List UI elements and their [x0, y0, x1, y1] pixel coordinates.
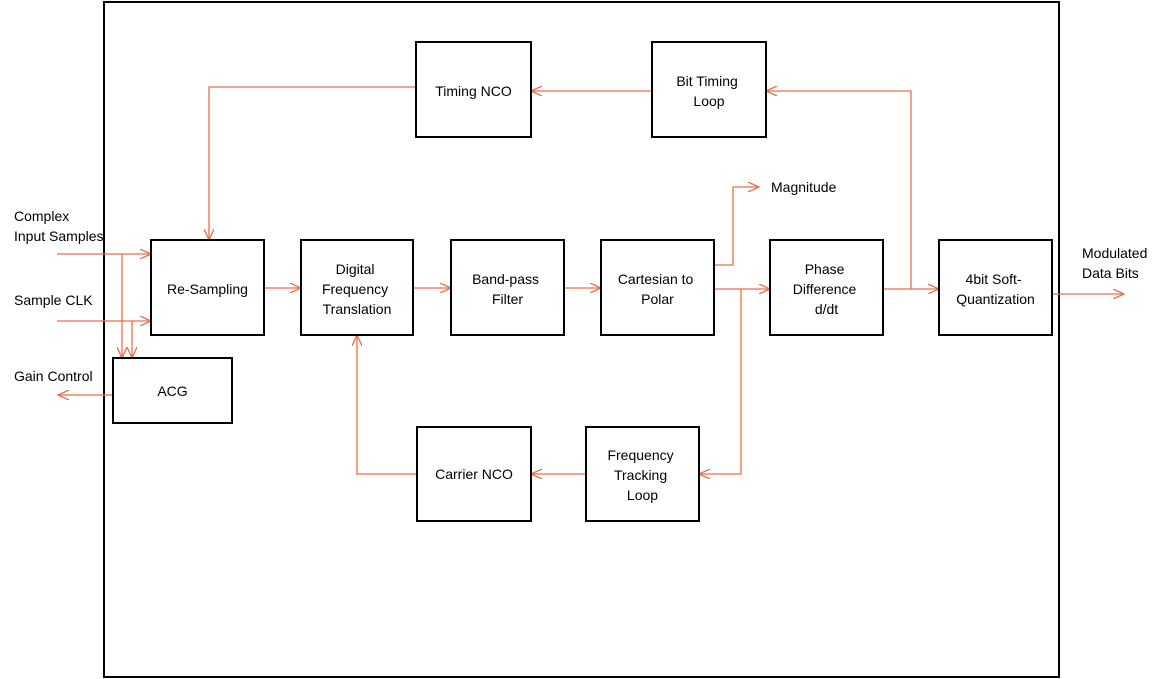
block-band-pass-filter-label: Band-pass Filter — [472, 271, 543, 307]
wire-magnitude — [714, 187, 759, 266]
block-acg: ACG — [112, 357, 233, 424]
block-timing-nco: Timing NCO — [415, 41, 532, 138]
signal-gain-control-label: Gain Control — [14, 368, 93, 384]
block-re-sampling: Re-Sampling — [150, 239, 265, 336]
block-band-pass-filter: Band-pass Filter — [450, 239, 565, 336]
signal-wires — [57, 87, 1124, 474]
block-carrier-nco-label: Carrier NCO — [435, 466, 513, 482]
block-frequency-tracking-loop-label: Frequency Tracking Loop — [607, 447, 677, 503]
block-cartesian-to-polar: Cartesian to Polar — [600, 239, 715, 336]
block-acg-label: ACG — [157, 383, 187, 399]
wire-timing-nco-to-resampling — [209, 86, 416, 240]
block-phase-difference-label: Phase Difference d/dt — [793, 261, 860, 317]
block-timing-nco-label: Timing NCO — [435, 83, 512, 99]
block-carrier-nco: Carrier NCO — [416, 426, 532, 522]
wire-to-freq-tracking — [699, 289, 742, 474]
block-re-sampling-label: Re-Sampling — [167, 281, 248, 297]
signal-magnitude-label: Magnitude — [771, 179, 837, 195]
block-cartesian-to-polar-label: Cartesian to Polar — [618, 271, 697, 307]
block-soft-quantization: 4bit Soft- Quantization — [938, 239, 1053, 336]
signal-complex-input-label: Complex Input Samples — [14, 208, 104, 244]
wire-phase-to-bit-timing — [766, 91, 912, 289]
block-phase-difference: Phase Difference d/dt — [769, 239, 884, 336]
signal-sample-clk-label: Sample CLK — [14, 292, 93, 308]
block-frequency-tracking-loop: Frequency Tracking Loop — [585, 426, 700, 522]
wire-carrier-nco-to-dft — [357, 335, 417, 475]
block-soft-quantization-label: 4bit Soft- Quantization — [956, 271, 1035, 307]
system-boundary — [103, 1, 1060, 678]
signal-output-label: Modulated Data Bits — [1082, 245, 1151, 281]
block-bit-timing-loop: Bit Timing Loop — [651, 41, 767, 138]
block-digital-frequency-translation: Digital Frequency Translation — [300, 239, 414, 336]
block-digital-frequency-translation-label: Digital Frequency Translation — [322, 261, 392, 317]
block-bit-timing-loop-label: Bit Timing Loop — [676, 73, 741, 109]
